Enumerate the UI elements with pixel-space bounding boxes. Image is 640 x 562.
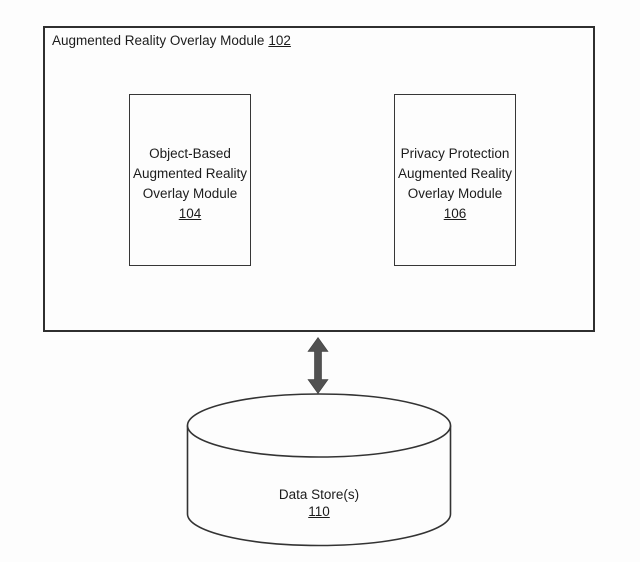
cylinder-body <box>186 425 452 547</box>
ar-overlay-module-label: Augmented Reality Overlay Module <box>52 33 265 48</box>
data-store-label-group: Data Store(s) 110 <box>186 486 452 520</box>
bidirectional-arrow-icon <box>307 337 329 394</box>
data-store-cylinder <box>186 393 452 547</box>
object-based-module-ref: 104 <box>178 206 202 221</box>
object-based-module-label: Object-Based Augmented Reality Overlay M… <box>132 146 248 201</box>
privacy-module-label: Privacy Protection Augmented Reality Ove… <box>397 146 513 201</box>
object-based-module-box: Object-Based Augmented Reality Overlay M… <box>129 94 251 266</box>
privacy-module-ref: 106 <box>443 206 467 221</box>
privacy-module-box: Privacy Protection Augmented Reality Ove… <box>394 94 516 266</box>
ar-overlay-module-ref: 102 <box>268 33 291 48</box>
cylinder-top-ellipse <box>186 393 452 458</box>
data-store-label: Data Store(s) <box>278 487 360 502</box>
data-store-ref: 110 <box>308 504 330 519</box>
